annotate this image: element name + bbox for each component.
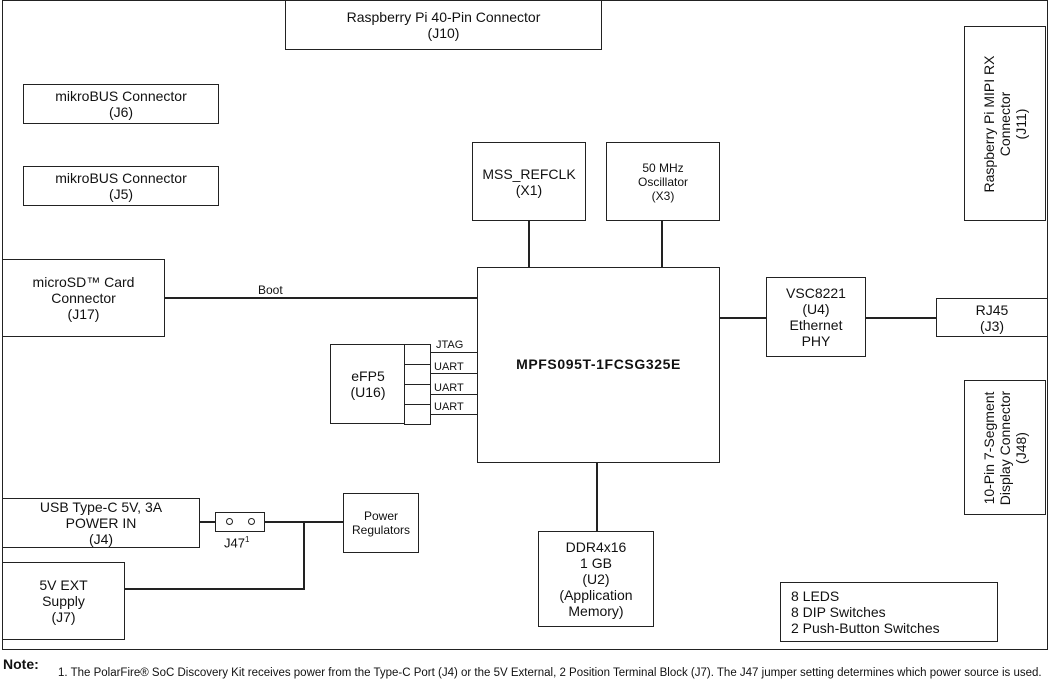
mikrobus-j5-block: mikroBUS Connector (J5)	[23, 166, 219, 206]
seg7-ref: (J48)	[1013, 431, 1029, 464]
osc-wire	[661, 221, 663, 268]
phy-ref: (U4)	[802, 301, 830, 317]
phy-rj45-wire	[866, 317, 936, 319]
oscillator-block: 50 MHz Oscillator (X3)	[606, 142, 720, 221]
push-button-label: 2 Push-Button Switches	[791, 620, 940, 636]
leds-switches-block: 8 LEDS 8 DIP Switches 2 Push-Button Swit…	[780, 582, 998, 642]
mss-refclk-block: MSS_REFCLK (X1)	[472, 142, 586, 221]
leds-label: 8 LEDS	[791, 588, 840, 604]
ethernet-phy-block: VSC8221 (U4) Ethernet PHY	[766, 277, 866, 357]
soc-phy-wire	[720, 317, 766, 319]
osc-label: Oscillator	[637, 174, 688, 189]
mikrobus-j6-ref: (J6)	[108, 104, 134, 120]
dip-switches-label: 8 DIP Switches	[791, 604, 886, 620]
boot-wire	[165, 297, 477, 299]
ext5v-label: 5V EXT	[39, 577, 88, 593]
osc-freq: 50 MHz	[642, 160, 684, 175]
mipi-connector-label: Connector	[997, 91, 1013, 156]
microsd-ref: (J17)	[67, 306, 100, 322]
phy-part: VSC8221	[786, 285, 846, 301]
uart1-wire	[430, 373, 477, 375]
soc-label: MPFS095T-1FCSG325E	[516, 356, 681, 372]
power-regulators-block: Power Regulators	[343, 493, 419, 553]
mipi-rx-connector-block: Raspberry Pi MIPI RX Connector (J11)	[964, 26, 1046, 221]
seg7-label: 10-Pin 7-Segment	[981, 391, 997, 504]
microsd-connector-label: Connector	[51, 290, 116, 306]
boot-signal-label: Boot	[258, 283, 283, 297]
mipi-label: Raspberry Pi MIPI RX	[981, 55, 997, 192]
j47-text: J47	[224, 535, 245, 551]
efp5-ref: (U16)	[350, 384, 386, 400]
ddr-ref: (U2)	[582, 571, 610, 587]
note-text: 1. The PolarFire® SoC Discovery Kit rece…	[58, 667, 1042, 679]
uart3-wire	[430, 414, 477, 416]
usbc-jumper-wire	[200, 521, 215, 523]
rpi-40pin-label: Raspberry Pi 40-Pin Connector	[346, 9, 541, 25]
phy-ethernet: Ethernet	[789, 317, 843, 333]
microsd-label: microSD™ Card	[32, 274, 135, 290]
uart3-signal-label: UART	[434, 401, 464, 413]
seg7-connector-label: Display Connector	[997, 390, 1013, 505]
ddr-memory: Memory)	[568, 603, 624, 619]
refclk-ref: (X1)	[515, 181, 543, 198]
ext-vertical-wire	[303, 521, 305, 589]
regulators-label: Regulators	[351, 523, 411, 537]
rpi-40pin-ref: (J10)	[427, 25, 460, 41]
phy-label: PHY	[801, 333, 831, 349]
soc-ddr-wire	[596, 463, 598, 531]
rj45-ref: (J3)	[979, 317, 1005, 334]
efp5-label: eFP5	[351, 368, 385, 384]
seg7-display-connector-block: 10-Pin 7-Segment Display Connector (J48)	[964, 380, 1046, 515]
mikrobus-j5-ref: (J5)	[108, 186, 134, 202]
uart2-signal-label: UART	[434, 382, 464, 394]
ext-5v-supply-block: 5V EXT Supply (J7)	[2, 562, 125, 640]
uart2-wire	[430, 394, 477, 396]
efp5-port-4	[404, 404, 431, 425]
usb-typec-power-block: USB Type-C 5V, 3A POWER IN (J4)	[2, 498, 200, 548]
ext5v-supply-label: Supply	[42, 593, 85, 609]
ddr4-memory-block: DDR4x16 1 GB (U2) (Application Memory)	[538, 531, 654, 627]
rj45-label: RJ45	[975, 301, 1009, 318]
rj45-block: RJ45 (J3)	[936, 298, 1048, 337]
efp5-port-1	[404, 344, 431, 365]
jtag-wire	[430, 352, 477, 354]
ext5v-ref: (J7)	[51, 609, 76, 625]
mipi-ref: (J11)	[1013, 108, 1029, 139]
ddr-app: (Application	[559, 587, 633, 603]
j47-footnote-mark: 1	[244, 535, 250, 544]
refclk-label: MSS_REFCLK	[482, 165, 576, 182]
soc-block: MPFS095T-1FCSG325E	[477, 267, 720, 463]
jumper-pin-2	[248, 518, 255, 525]
rpi-40pin-connector-block: Raspberry Pi 40-Pin Connector (J10)	[285, 0, 602, 50]
efp5-port-3	[404, 384, 431, 405]
jtag-signal-label: JTAG	[436, 339, 464, 351]
power-reg-label: Power	[363, 509, 398, 523]
efp5-port-2	[404, 364, 431, 385]
note-heading: Note:	[3, 656, 39, 672]
mikrobus-j6-label: mikroBUS Connector	[55, 88, 187, 104]
osc-ref: (X3)	[651, 188, 675, 203]
jumper-pin-1	[226, 518, 233, 525]
mikrobus-j5-label: mikroBUS Connector	[55, 170, 187, 186]
usbc-power-label: POWER IN	[65, 515, 137, 531]
ddr-size: 1 GB	[580, 555, 612, 571]
uart1-signal-label: UART	[434, 361, 464, 373]
usbc-label: USB Type-C 5V, 3A	[39, 499, 163, 515]
j47-label: J471	[224, 535, 249, 550]
ddr-type: DDR4x16	[565, 539, 627, 555]
usbc-ref: (J4)	[88, 531, 114, 547]
ext-horizontal-wire	[125, 588, 305, 590]
j47-jumper	[215, 512, 265, 532]
refclk-wire	[528, 221, 530, 268]
microsd-connector-block: microSD™ Card Connector (J17)	[2, 259, 165, 337]
mikrobus-j6-block: mikroBUS Connector (J6)	[23, 84, 219, 124]
